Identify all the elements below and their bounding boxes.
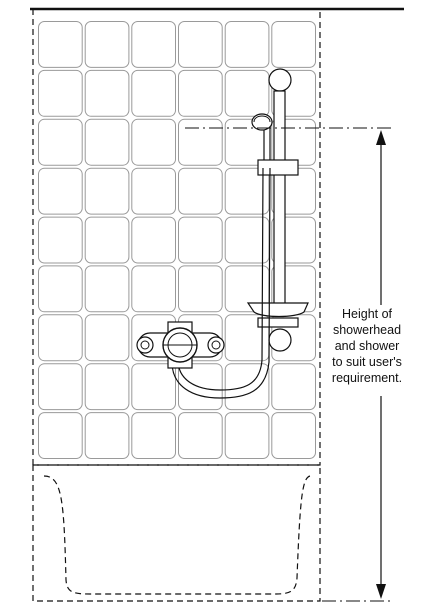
bottom-bracket — [268, 328, 292, 352]
wall-tile — [178, 412, 223, 460]
note-line-3: and shower — [334, 339, 400, 353]
wall-outline — [32, 8, 321, 466]
note-line-1: Height of — [341, 307, 393, 321]
wall-tile — [84, 21, 130, 68]
shower-hose — [177, 167, 264, 391]
wall-tile — [84, 216, 130, 264]
wall-tile — [38, 118, 83, 166]
wall-tile — [131, 167, 177, 215]
wall-tile — [178, 118, 223, 166]
wall-tile — [38, 314, 83, 362]
wall-tile — [224, 167, 270, 215]
wall-tile — [131, 265, 177, 313]
wall-tile — [271, 412, 316, 460]
wall-tile — [178, 363, 223, 411]
riser-rail — [273, 90, 286, 307]
wall-tile — [38, 167, 83, 215]
wall-tile — [84, 118, 130, 166]
wall-tile — [131, 412, 177, 460]
slider-bracket — [257, 159, 299, 176]
wall-tile — [271, 216, 316, 264]
wall-tile — [178, 21, 223, 68]
wall-tile — [38, 69, 83, 117]
note-line-2: showerhead — [332, 323, 402, 337]
bath-outline — [32, 464, 321, 602]
wall-tile — [224, 363, 270, 411]
wall-tile — [84, 412, 130, 460]
mixer-valve-icon — [136, 321, 225, 369]
wall-tile — [131, 69, 177, 117]
wall-tile — [84, 167, 130, 215]
wall-tile — [271, 363, 316, 411]
double-arrow-icon — [376, 130, 386, 599]
note-line-4: to suit user's — [332, 355, 402, 369]
top-bracket — [268, 68, 292, 92]
wall-tile — [131, 363, 177, 411]
wall-tile — [178, 216, 223, 264]
wall-tile — [38, 265, 83, 313]
wall-tile — [38, 363, 83, 411]
tile-grid — [38, 21, 316, 460]
wall-tile — [224, 69, 270, 117]
soap-dish — [246, 302, 309, 318]
wall-tile — [178, 167, 223, 215]
wall-tile — [131, 118, 177, 166]
wall-tile — [271, 69, 316, 117]
wall-tile — [178, 265, 223, 313]
wall-tile — [131, 21, 177, 68]
wall-tile — [38, 21, 83, 68]
wall-tile — [84, 363, 130, 411]
wall-tile — [271, 21, 316, 68]
wall-tile — [224, 216, 270, 264]
shower-riser-kit — [171, 68, 309, 399]
showerhead-icon — [251, 113, 273, 169]
wall-tile — [38, 412, 83, 460]
wall-tile — [131, 216, 177, 264]
wall-tile — [84, 69, 130, 117]
wall-tile — [178, 69, 223, 117]
wall-tile — [84, 265, 130, 313]
note-line-5: requirement. — [331, 371, 403, 385]
wall-tile — [224, 21, 270, 68]
wall-tile — [224, 412, 270, 460]
wall-tile — [84, 314, 130, 362]
wall-tile — [38, 216, 83, 264]
